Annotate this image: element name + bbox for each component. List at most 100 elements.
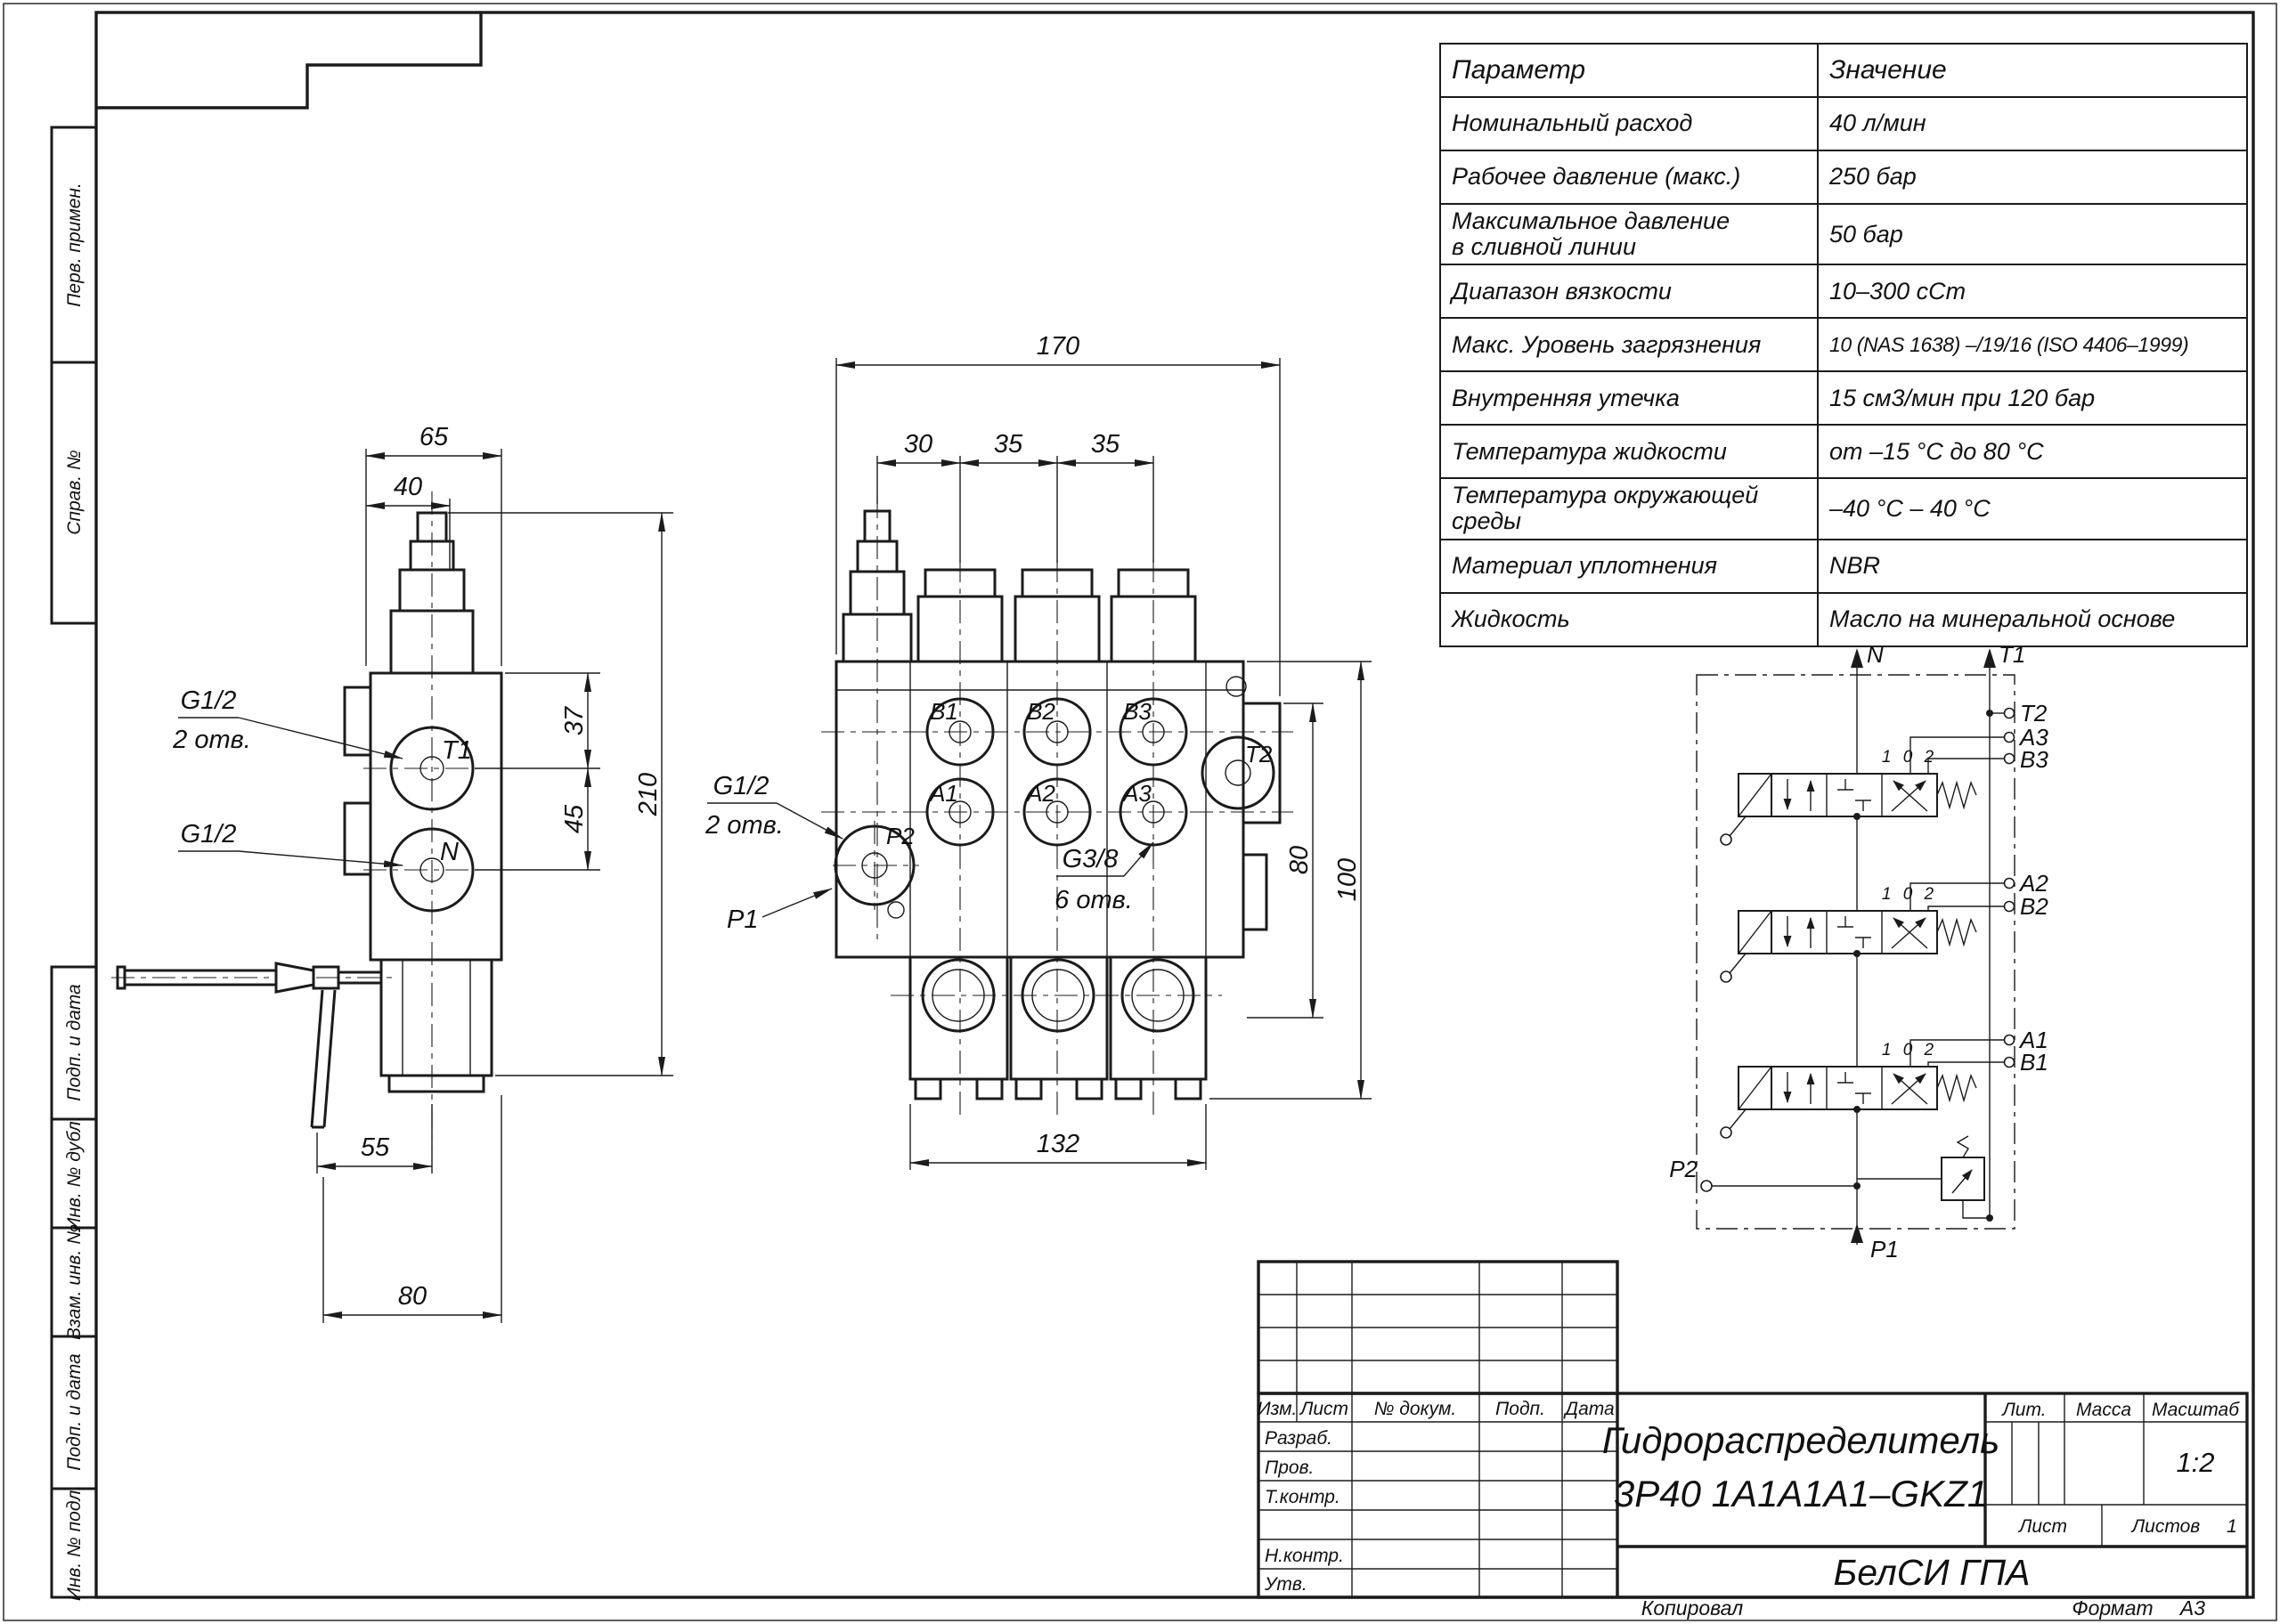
up-arrow-icon xyxy=(1983,648,1996,668)
thread-qty-label: 2 отв. xyxy=(172,726,251,754)
param-value: 50 бар xyxy=(1817,202,2248,266)
lever-pivot xyxy=(1720,1126,1732,1139)
valve-positions: 1 0 2 xyxy=(1882,885,1937,904)
front-view: 170 30 35 35 100 80 132 xyxy=(704,332,1372,1170)
valve-positions: 1 0 2 xyxy=(1882,1041,1937,1060)
sheet-frame: Перв. примен. Справ. № Подп. и дата Инв.… xyxy=(3,3,2277,1621)
valve-symbol-2 xyxy=(1720,910,1977,983)
port-stub xyxy=(2003,707,2015,719)
dim-label: 100 xyxy=(1333,858,1362,901)
valve-symbol-3 xyxy=(1720,773,1977,846)
table-row: Максимальное давление в сливной линии 50… xyxy=(1439,202,2248,266)
port-stub xyxy=(1700,1180,1713,1192)
role-prov: Пров. xyxy=(1265,1458,1314,1478)
mass-label: Масса xyxy=(2076,1400,2131,1420)
dim-label: 210 xyxy=(634,773,663,816)
table-row: Жидкость Масло на минеральной основе xyxy=(1439,591,2248,647)
thread-label: G1/2 xyxy=(713,772,770,800)
parameters-table: Параметр Значение Номинальный расход 40 … xyxy=(1439,43,2248,647)
margin-label: Подп. и дата xyxy=(64,984,85,1100)
margin-label: Инв. № подл. xyxy=(64,1485,85,1601)
lit-label: Лит. xyxy=(2000,1400,2046,1420)
value-col-header: Значение xyxy=(1817,43,2248,98)
doc-name-line1: Гидрораспределитель xyxy=(1602,1419,1999,1461)
top-left-notch xyxy=(96,12,483,110)
port-t2-circle xyxy=(1201,735,1275,810)
schematic-label-a2: A2 xyxy=(2018,870,2048,897)
valve-positions: 1 0 2 xyxy=(1882,748,1937,767)
front-port-labels: B1 B2 B3 A1 A2 A3 T2 P2 G1/2 2 отв. P1 G… xyxy=(704,698,1273,934)
port-label-b3: B3 xyxy=(1123,698,1152,725)
port-label-b2: B2 xyxy=(1027,698,1055,725)
dim-label: 55 xyxy=(361,1133,390,1162)
th-podp: Подп. xyxy=(1495,1399,1545,1419)
role-tkontr: Т.контр. xyxy=(1265,1487,1340,1507)
port-b3-circle xyxy=(1119,697,1188,767)
side-port-labels: G1/2 2 отв. G1/2 T1 N xyxy=(172,686,472,868)
dim-label: 35 xyxy=(1091,430,1120,459)
dim-label: 170 xyxy=(1037,332,1079,361)
spring-icon xyxy=(1936,1073,1977,1103)
schematic-label-p2: P2 xyxy=(1669,1156,1698,1182)
schematic-label-a3: A3 xyxy=(2018,724,2048,751)
dim-label: 132 xyxy=(1037,1130,1079,1158)
lever-pivot xyxy=(1720,970,1732,983)
hydraulic-schematic: N T1 T2 A3 B3 A2 B2 A1 B1 xyxy=(1669,641,2048,1263)
port-b1-circle xyxy=(925,697,995,767)
th-data: Дата xyxy=(1563,1399,1614,1419)
port-t1-circle xyxy=(389,726,475,811)
margin-label: Перв. примен. xyxy=(64,183,85,307)
up-arrow-icon xyxy=(1851,1223,1863,1243)
copied-label: Копировал xyxy=(1641,1596,1743,1620)
port-label-b1: B1 xyxy=(930,698,958,725)
margin-label: Подп. и дата xyxy=(64,1353,85,1470)
port-a2-circle xyxy=(1022,777,1092,847)
dim-label: 45 xyxy=(560,804,589,833)
param-value: NBR xyxy=(1817,538,2248,594)
param-value: –40 °С – 40 °С xyxy=(1817,477,2248,540)
side-dimensions: 65 40 37 45 210 55 xyxy=(316,423,673,1323)
table-row: Диапазон вязкости 10–300 сСт xyxy=(1439,264,2248,320)
port-label-t1: T1 xyxy=(442,736,472,765)
valve-symbol-1 xyxy=(1720,1066,1977,1139)
param-col-header: Параметр xyxy=(1439,43,1819,98)
th-list: Лист xyxy=(1299,1399,1348,1419)
thread-label: G1/2 xyxy=(181,686,237,715)
table-row: Номинальный расход 40 л/мин xyxy=(1439,96,2248,151)
schematic-boundary xyxy=(1696,674,2015,1230)
thread-label: G3/8 xyxy=(1063,845,1119,873)
company-name: БелСИ ГПА xyxy=(1834,1552,2031,1593)
side-lever xyxy=(116,962,383,1129)
param-value: Масло на минеральной основе xyxy=(1817,591,2248,647)
param-name: Рабочее давление (макс.) xyxy=(1439,150,1819,205)
role-nkontr: Н.контр. xyxy=(1265,1546,1344,1566)
schematic-label-a1: A1 xyxy=(2018,1027,2048,1053)
format-value: А3 xyxy=(2178,1596,2205,1620)
schematic-label-b1: B1 xyxy=(2020,1049,2048,1076)
spring-icon xyxy=(1956,1135,1969,1158)
dim-label: 80 xyxy=(1285,846,1314,874)
port-n-circle xyxy=(389,827,475,913)
table-row: Внутренняя утечка 15 см3/мин при 120 бар xyxy=(1439,370,2248,426)
param-value: 40 л/мин xyxy=(1817,96,2248,151)
param-value: 250 бар xyxy=(1817,150,2248,205)
spring-icon xyxy=(1936,917,1977,947)
port-a1-circle xyxy=(925,777,995,847)
sheets-label: Листов xyxy=(2130,1516,2201,1537)
port-label-t2: T2 xyxy=(1245,741,1273,767)
param-value: 10 (NAS 1638) –/19/16 (ISO 4406–1999) xyxy=(1817,317,2248,373)
doc-name-line2: 3Р40 1А1А1А1–GKZ1 xyxy=(1614,1473,1988,1514)
margin-label: Справ. № xyxy=(64,450,85,534)
param-name: Макс. Уровень загрязнения xyxy=(1439,317,1819,373)
schematic-label-n: N xyxy=(1867,641,1884,668)
scale-value: 1:2 xyxy=(2176,1447,2214,1478)
thread-qty-label: 2 отв. xyxy=(704,811,784,840)
sheets-value: 1 xyxy=(2227,1516,2237,1537)
lever-pivot xyxy=(1720,833,1732,846)
role-utv: Утв. xyxy=(1264,1574,1307,1595)
schematic-label-b3: B3 xyxy=(2020,746,2048,773)
table-row: Температура жидкости от –15 °С до 80 °С xyxy=(1439,424,2248,480)
role-razrab: Разраб. xyxy=(1265,1428,1332,1449)
param-name: Температура жидкости xyxy=(1439,424,1819,480)
